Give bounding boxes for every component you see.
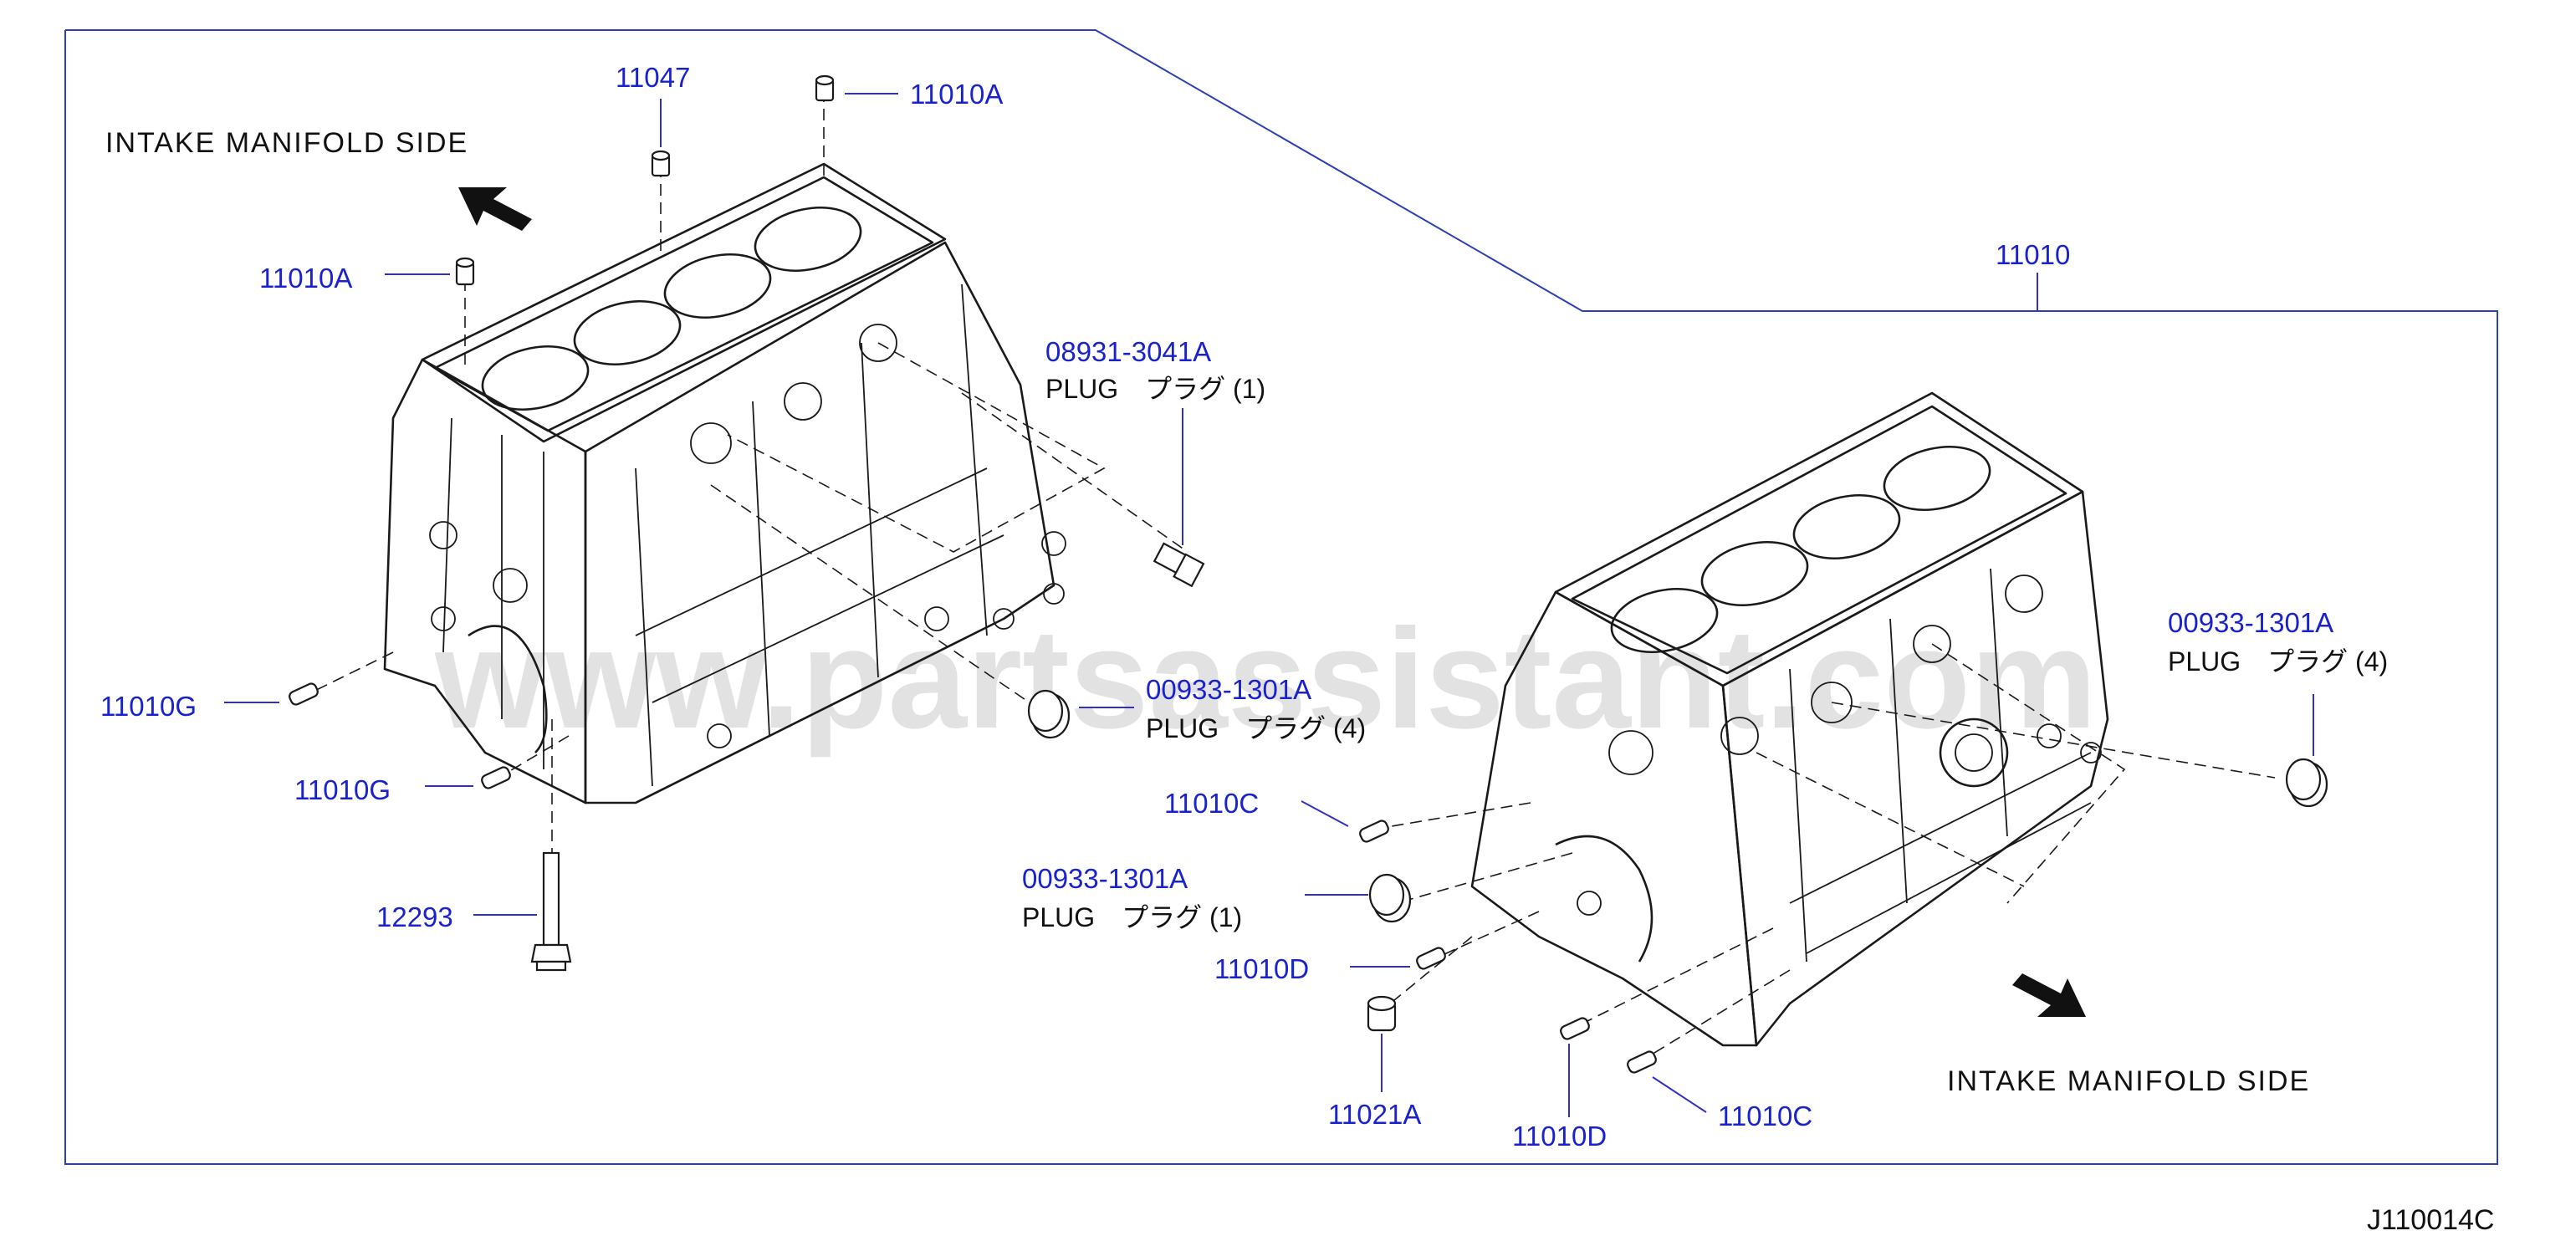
left-arrow-icon [458, 187, 532, 231]
callout-00933-low-desc: PLUG プラグ (1) [1022, 902, 1242, 932]
plug-bolt-08931 [1153, 542, 1205, 588]
dowel-11047 [651, 150, 671, 177]
right-engine-block [1470, 391, 2109, 1047]
callout-00933-mid-desc: PLUG プラグ (4) [1146, 713, 1366, 743]
left-engine-block [383, 162, 1066, 804]
pin-11010G-2 [481, 766, 511, 789]
pin-11010C-2 [1627, 1050, 1657, 1074]
callout-11021A[interactable]: 11021A [1328, 1099, 1421, 1130]
callout-11010D-2[interactable]: 11010D [1512, 1121, 1607, 1152]
callout-00933-low[interactable]: 00933-1301A [1022, 863, 1188, 894]
callout-11010C-1[interactable]: 11010C [1164, 788, 1259, 819]
callout-00933-right-desc: PLUG プラグ (4) [2168, 646, 2388, 677]
callout-11010G-2[interactable]: 11010G [294, 774, 391, 805]
plug-00933-mid [1027, 689, 1071, 739]
pin-11010C-1 [1359, 820, 1389, 843]
callout-00933-right[interactable]: 00933-1301A [2168, 607, 2333, 638]
reference-code: J110014C [2367, 1204, 2495, 1236]
callout-11010D-1[interactable]: 11010D [1214, 953, 1309, 984]
dowel-11010A-left [455, 257, 475, 286]
pin-11010D-1 [1416, 947, 1446, 970]
callout-08931-3041A[interactable]: 08931-3041A [1045, 336, 1211, 367]
dowel-11010A-top [815, 74, 835, 102]
callout-00933-mid[interactable]: 00933-1301A [1146, 674, 1311, 705]
leader-lines [224, 93, 2314, 1117]
direction-label-right: INTAKE MANIFOLD SIDE [1947, 1065, 2310, 1097]
callout-12293[interactable]: 12293 [376, 901, 453, 932]
callout-11010A-left[interactable]: 11010A [259, 263, 352, 294]
small-parts [289, 74, 2328, 1074]
pin-11010G-1 [289, 682, 319, 706]
bolt-12293 [530, 851, 572, 972]
plug-00933-low [1368, 873, 1412, 923]
pin-11010D-2 [1560, 1017, 1590, 1040]
cap-11021A [1367, 995, 1397, 1032]
assembly-lines [297, 84, 2276, 1063]
callout-11010[interactable]: 11010 [1996, 239, 2070, 270]
callout-11010A-top[interactable]: 11010A [910, 79, 1003, 110]
diagram-frame [64, 29, 2498, 1165]
plug-00933-right [2285, 758, 2328, 808]
callout-11047[interactable]: 11047 [616, 62, 690, 93]
callout-08931-desc: PLUG プラグ (1) [1045, 374, 1265, 404]
callout-11010G-1[interactable]: 11010G [100, 691, 197, 722]
watermark: www.partsassistant.com [434, 600, 2097, 758]
right-arrow-icon [2012, 973, 2086, 1017]
direction-label-left: INTAKE MANIFOLD SIDE [105, 127, 468, 159]
callout-11010C-2[interactable]: 11010C [1718, 1101, 1812, 1131]
